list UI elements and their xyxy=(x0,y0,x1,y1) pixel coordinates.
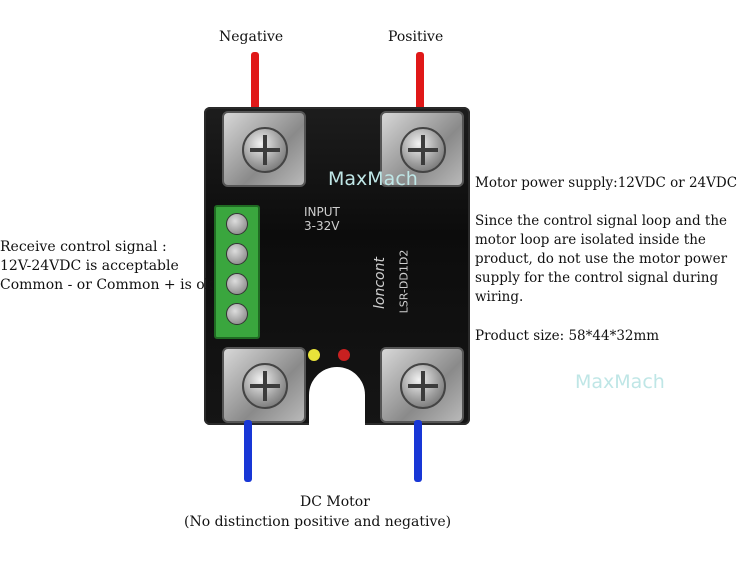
brand-print: loncont xyxy=(371,257,388,309)
motor-terminal-left xyxy=(222,347,306,423)
input-voltage-print: 3-32V xyxy=(304,219,340,233)
terminal-screw-icon xyxy=(226,273,248,295)
screw-icon xyxy=(242,363,288,409)
terminal-screw-icon xyxy=(226,213,248,235)
positive-label: Positive xyxy=(388,29,444,45)
control-signal-terminal-block xyxy=(214,205,260,339)
motor-wire-left xyxy=(244,420,252,482)
terminal-screw-icon xyxy=(226,303,248,325)
motor-terminal-right xyxy=(380,347,464,423)
motor-wire-right xyxy=(414,420,422,482)
mounting-notch xyxy=(309,367,365,427)
solid-state-relay-module: INPUT 3-32V loncont LSR-DD1D2 xyxy=(204,107,470,427)
negative-label: Negative xyxy=(219,29,284,45)
screw-icon xyxy=(400,127,446,173)
product-size-text: Product size: 58*44*32mm xyxy=(475,328,660,344)
positive-wire xyxy=(416,52,424,116)
negative-wire xyxy=(251,52,259,116)
screw-icon xyxy=(400,363,446,409)
voltage-range-line: 12V-24VDC is acceptable xyxy=(0,258,179,274)
positive-terminal xyxy=(380,111,464,187)
input-print: INPUT xyxy=(304,205,340,219)
terminal-screw-icon xyxy=(226,243,248,265)
polarity-note-label: (No distinction positive and negative) xyxy=(184,514,452,530)
status-led-yellow xyxy=(308,349,320,361)
screw-icon xyxy=(242,127,288,173)
model-print: LSR-DD1D2 xyxy=(397,249,411,314)
watermark: MaxMach xyxy=(328,168,418,190)
status-led-red xyxy=(338,349,350,361)
dc-motor-label: DC Motor xyxy=(300,494,370,510)
watermark: MaxMach xyxy=(575,371,665,393)
motor-power-supply-text: Motor power supply:12VDC or 24VDC xyxy=(475,175,738,191)
negative-terminal xyxy=(222,111,306,187)
common-line: Common - or Common + is ok xyxy=(0,277,214,293)
isolation-note-text: Since the control signal loop and the mo… xyxy=(475,213,728,305)
control-signal-line: Receive control signal : xyxy=(0,239,167,255)
